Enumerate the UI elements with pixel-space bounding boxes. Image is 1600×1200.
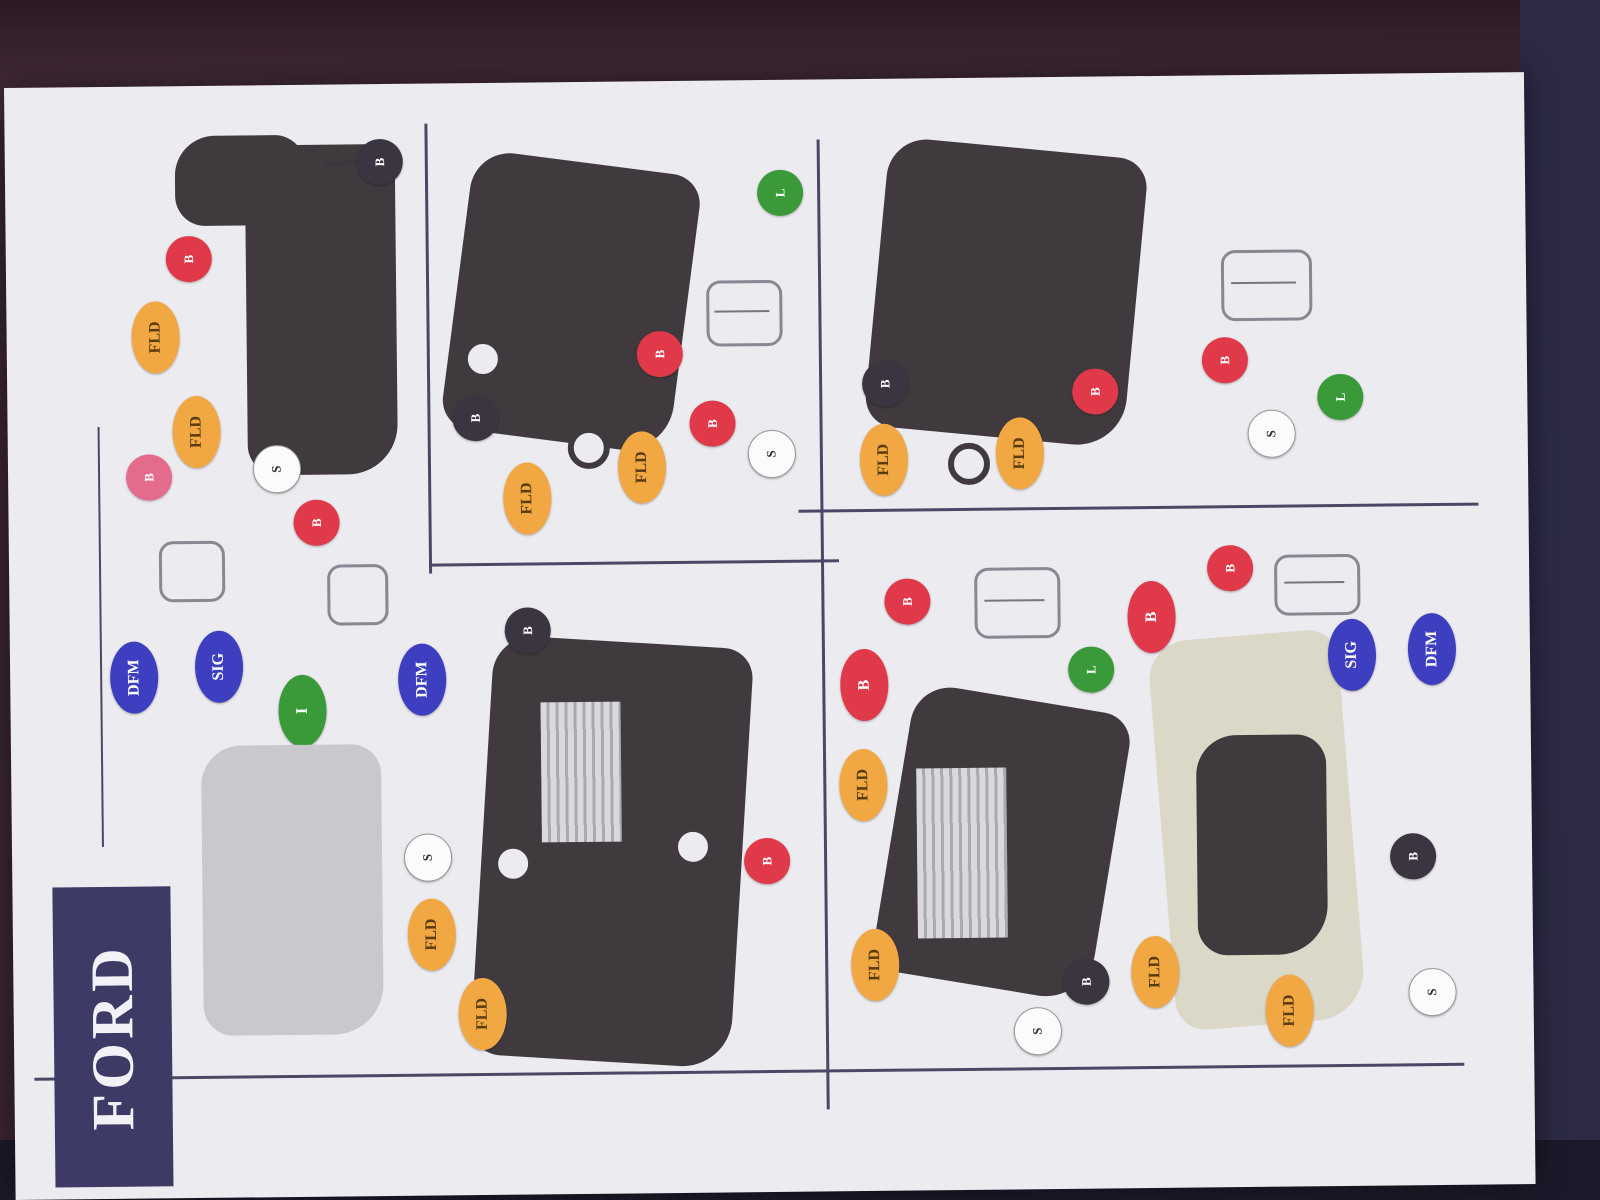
terminal-p1-3: FLD [131, 301, 180, 374]
terminal-p5-4: FLD [458, 977, 508, 1051]
terminal-p5-5: B [743, 837, 791, 885]
terminal-p7-5: B [1389, 833, 1437, 880]
terminal-p6-4: FLD [838, 748, 888, 822]
terminal-p2-3: B [689, 400, 736, 447]
terminal-p7-2: SIG [1327, 618, 1377, 692]
divider-vertical-mid [816, 139, 830, 1110]
terminal-p6-1: B [884, 578, 931, 625]
terminal-p4-6: DFM [397, 643, 447, 716]
divider-vertical-left [424, 123, 433, 574]
terminal-p6-5: FLD [850, 928, 900, 1002]
connector-p4a [158, 540, 226, 603]
heatsink-p6 [916, 767, 1008, 939]
terminal-p6-2: L [1067, 646, 1115, 693]
terminal-p4-1: B [125, 454, 173, 501]
terminal-p5-2: S [403, 833, 453, 882]
terminal-p3-2: B [1071, 368, 1119, 415]
divider-horizontal-right [798, 502, 1479, 513]
divider-horizontal-left [429, 559, 840, 567]
terminal-p4-2: DFM [109, 641, 159, 714]
divider-left-thin [97, 427, 104, 848]
terminal-p4-4: B [293, 499, 340, 546]
terminal-p3-5: B [1201, 336, 1249, 384]
terminal-p3-4: FLD [995, 417, 1045, 490]
brand-block: FORD [52, 886, 174, 1188]
mount-hole-p2b [461, 337, 505, 381]
divider-bottom [34, 1062, 1465, 1081]
regulator-image-p4 [200, 744, 384, 1036]
terminal-p7-6: FLD [1130, 935, 1180, 1009]
connector-p4b [327, 564, 389, 626]
terminal-p5-3: FLD [407, 898, 457, 971]
terminal-p7-1: B [1206, 544, 1254, 592]
mount-hole-p2a [567, 426, 611, 470]
connector-p2 [706, 279, 783, 347]
regulator-core-p7 [1195, 734, 1329, 956]
terminal-p5-1: B [504, 607, 551, 654]
terminal-p1-4: FLD [172, 395, 221, 469]
connector-p3 [1220, 249, 1313, 322]
terminal-p1-5: S [252, 444, 302, 494]
catalog-page: FORD B B FLD FLD S L B B B FLD FLD S B B… [4, 72, 1536, 1200]
terminal-p2-4: B [452, 394, 499, 442]
terminal-p6-6: S [1013, 1006, 1063, 1056]
terminal-p2-2: B [636, 330, 684, 378]
terminal-p7-8: S [1408, 967, 1457, 1017]
heatsink-p5 [540, 701, 622, 843]
terminal-p2-5: FLD [502, 462, 552, 535]
terminal-p7-4: B [1127, 580, 1176, 654]
terminal-p3-3: FLD [859, 423, 909, 497]
mount-hole-p5a [491, 842, 535, 885]
terminal-p2-7: S [747, 429, 797, 479]
terminal-p7-7: FLD [1265, 974, 1315, 1047]
terminal-p4-5: I [278, 674, 327, 748]
brand-name: FORD [78, 943, 147, 1131]
terminal-p7-3: DFM [1407, 612, 1457, 686]
mount-hole-p3 [947, 442, 991, 486]
terminal-p1-2: B [165, 235, 213, 283]
mount-hole-p5b [671, 825, 715, 869]
terminal-p3-6: S [1247, 409, 1296, 458]
regulator-image-p1-top [174, 134, 306, 227]
terminal-p4-3: SIG [194, 630, 244, 704]
connector-p6 [974, 566, 1061, 639]
terminal-p3-1: B [861, 360, 909, 408]
terminal-p6-3: B [839, 648, 889, 722]
terminal-p1-1: B [356, 138, 404, 186]
terminal-p2-1: L [756, 169, 804, 217]
connector-p7 [1273, 553, 1361, 616]
terminal-p3-7: L [1317, 373, 1364, 421]
terminal-p2-6: FLD [617, 431, 667, 504]
terminal-p6-7: B [1063, 958, 1110, 1005]
